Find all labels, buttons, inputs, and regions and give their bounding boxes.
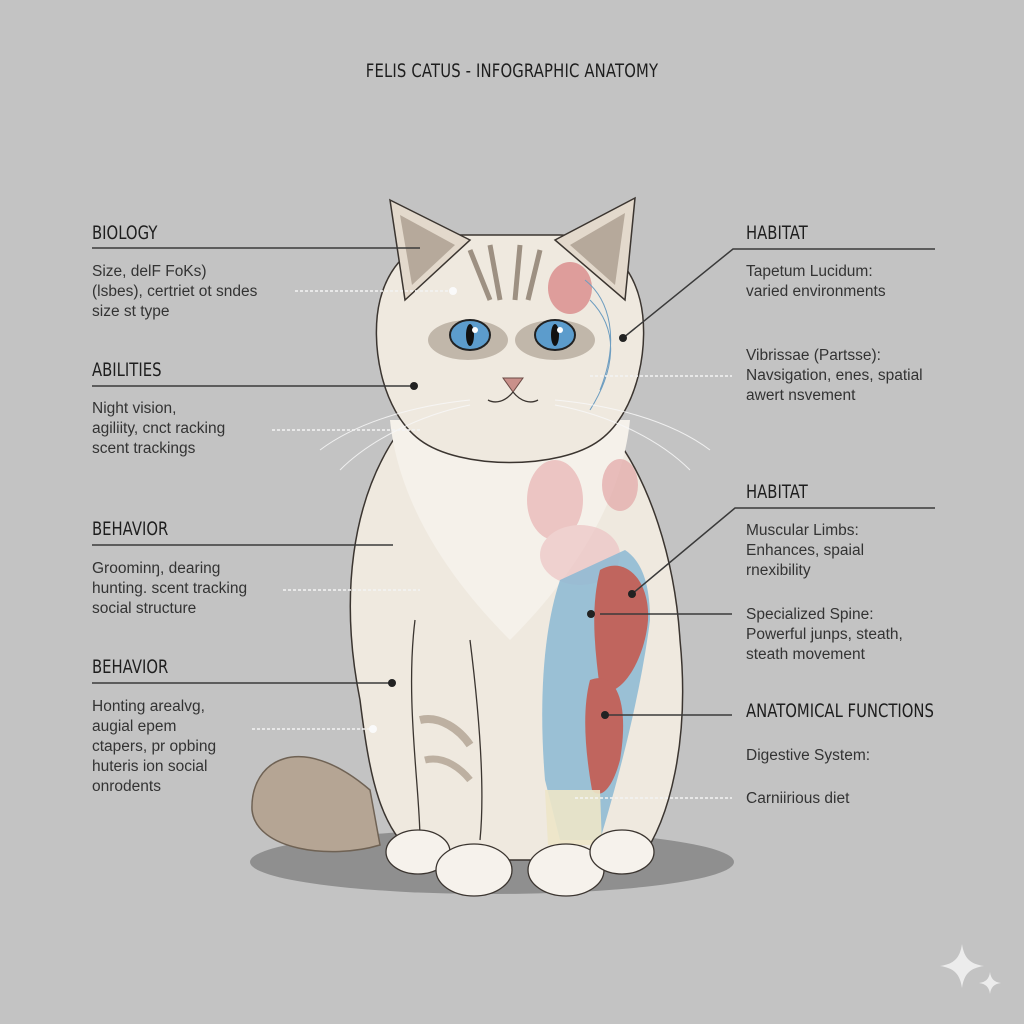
heading-abilities: ABILITIES — [92, 359, 162, 381]
paw-right-outer — [589, 829, 655, 875]
leader-dots-white — [369, 287, 457, 733]
leader-lines — [92, 247, 935, 716]
text-digestive-system: Digestive System: — [746, 747, 871, 764]
nose — [502, 377, 524, 393]
text-carnivorous-diet: Carniirious diet — [746, 790, 850, 807]
text-behavior-2: Honting arealvg, augial epem ctapers, pr… — [92, 698, 217, 795]
page-title: FELIS CATUS - INFOGRAPHIC ANATOMY — [365, 60, 659, 82]
heading-anatomical-functions: ANATOMICAL FUNCTIONS — [746, 700, 934, 722]
leader-dots — [388, 334, 636, 719]
heading-behavior-1: BEHAVIOR — [92, 518, 169, 540]
tail — [251, 755, 381, 853]
brain-overlay — [548, 262, 592, 314]
heading-behavior-2: BEHAVIOR — [92, 656, 169, 678]
heading-habitat-2: HABITAT — [746, 481, 808, 503]
heading-biology: BIOLOGY — [92, 222, 158, 244]
heading-habitat-1: HABITAT — [746, 222, 808, 244]
leg-muscle-upper — [594, 565, 649, 692]
dotted-leaders — [252, 290, 732, 799]
mouth — [487, 391, 539, 403]
text-behavior-1: Groominŋ, dearing hunting. scent trackin… — [92, 560, 248, 617]
text-abilities: Night vision, agiliity, cnct racking sce… — [92, 400, 226, 457]
leg-muscle-lower — [585, 678, 624, 794]
facial-nerves — [584, 279, 612, 411]
front-leg-outline — [410, 619, 421, 841]
sparkle-icon — [940, 944, 1001, 994]
leg-tendons — [545, 790, 602, 845]
text-muscular-limbs: Muscular Limbs: Enhances, spaial rnexibi… — [746, 522, 865, 579]
paw-left — [435, 843, 513, 897]
text-biology: Size, delF FoKs) (lsbes), certriet ot sn… — [92, 263, 258, 320]
text-tapetum: Tapetum Lucidum: varied environments — [746, 263, 886, 300]
forehead-stripes — [467, 244, 543, 301]
text-vibrissae: Vibrissae (Partsse): Navsigation, enes, … — [746, 347, 923, 404]
text-specialized-spine: Specialized Spine: Powerful junps, steat… — [746, 606, 903, 663]
